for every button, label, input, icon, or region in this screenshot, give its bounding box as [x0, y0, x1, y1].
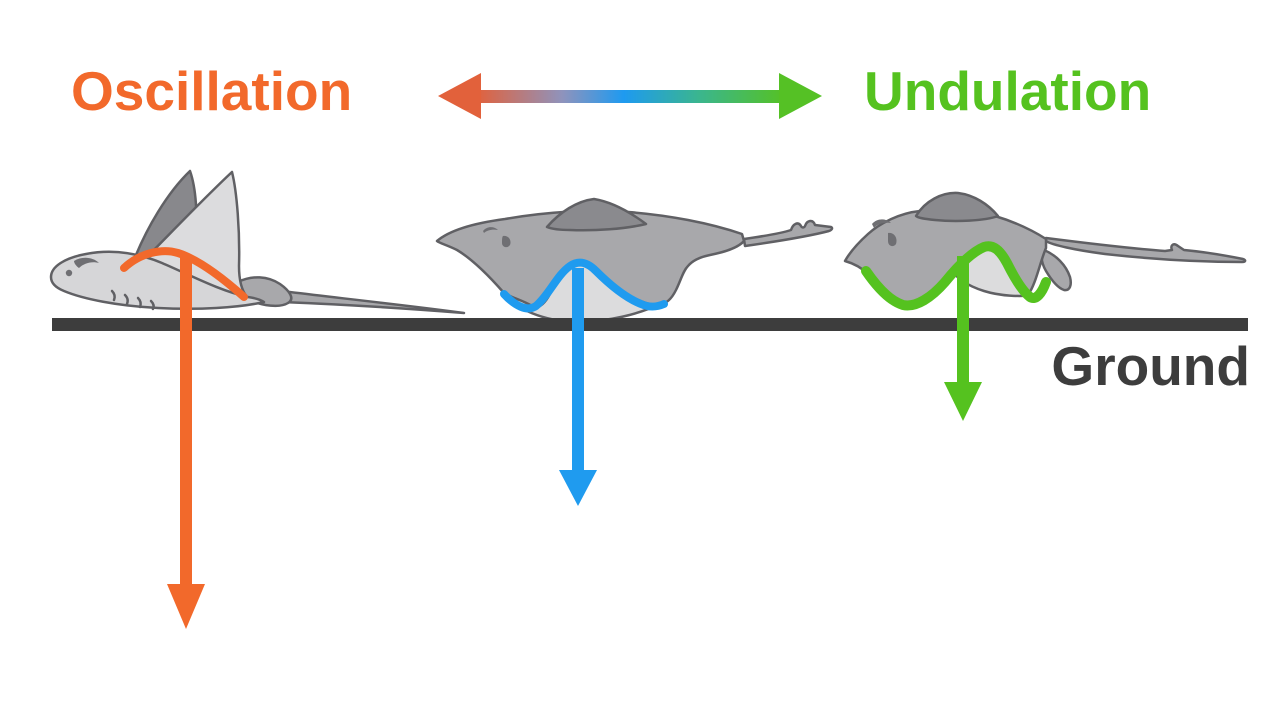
ray3-spiracle: [888, 232, 897, 247]
ray1-spiracle: [74, 257, 99, 268]
ray1-gill-slits: [110, 289, 155, 311]
oscillation-label: Oscillation: [71, 60, 353, 122]
ground-label: Ground: [1051, 335, 1250, 397]
ray1-fin-arc: [120, 247, 248, 301]
eagle-ray-oscillating-fin: [49, 169, 466, 315]
large-downward-orange-arrow: [167, 256, 205, 629]
ray2-tail: [742, 219, 834, 248]
ground-line: [52, 318, 1248, 331]
ray3-eye: [872, 219, 891, 228]
ray-undulating-fin: [843, 191, 1247, 311]
spectrum-arrow-right-head: [779, 73, 822, 119]
ray3-tail: [1044, 236, 1247, 264]
ray3-fin-wave: [861, 241, 1051, 311]
ray1-body: [49, 250, 266, 310]
stingray-intermediate-fin-wave: [435, 197, 834, 324]
ray3-dorsal-hump: [914, 191, 1000, 223]
ray2-fin-wave: [500, 258, 668, 313]
green-arrow-head: [944, 382, 982, 421]
ray2-dorsal-hump: [545, 197, 648, 232]
orange-arrow-head: [167, 584, 205, 629]
spectrum-arrow-left-head: [438, 73, 481, 119]
ray1-tail: [244, 285, 466, 315]
small-downward-green-arrow: [944, 256, 982, 421]
medium-downward-blue-arrow: [559, 268, 597, 506]
blue-arrow-head: [559, 470, 597, 506]
undulation-label: Undulation: [864, 60, 1152, 122]
spectrum-arrow-shaft: [476, 90, 784, 103]
ray2-eye: [483, 227, 498, 233]
bidirectional-gradient-arrow: [438, 73, 822, 119]
ray3-pelvic-fin: [1040, 248, 1072, 292]
ray2-spiracle: [502, 235, 511, 248]
ray1-eye: [65, 269, 73, 277]
